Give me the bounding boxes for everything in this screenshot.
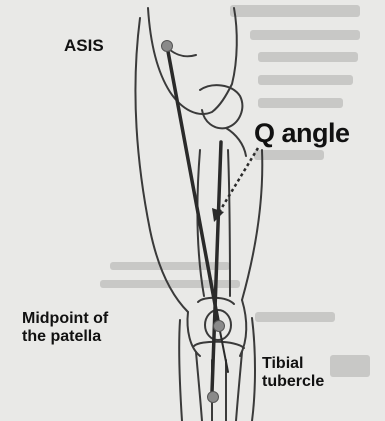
midpoint-patella-label: Midpoint of the patella: [22, 310, 162, 347]
asis-point: [162, 41, 173, 52]
asis-label: ASIS: [64, 36, 104, 56]
tibial-tubercle-label: Tibial tubercle: [262, 355, 362, 392]
midpoint-patella-label-line2: the patella: [22, 328, 162, 346]
tibial-tubercle-label-line2: tubercle: [262, 373, 362, 391]
midpoint-patella-label-line1: Midpoint of: [22, 310, 162, 328]
patella-midpoint-point: [214, 321, 225, 332]
tibial-tubercle-label-line1: Tibial: [262, 355, 362, 373]
tibial-tubercle-point: [208, 392, 219, 403]
q-angle-label: Q angle: [254, 118, 350, 149]
asis-line-extension: [219, 326, 228, 372]
